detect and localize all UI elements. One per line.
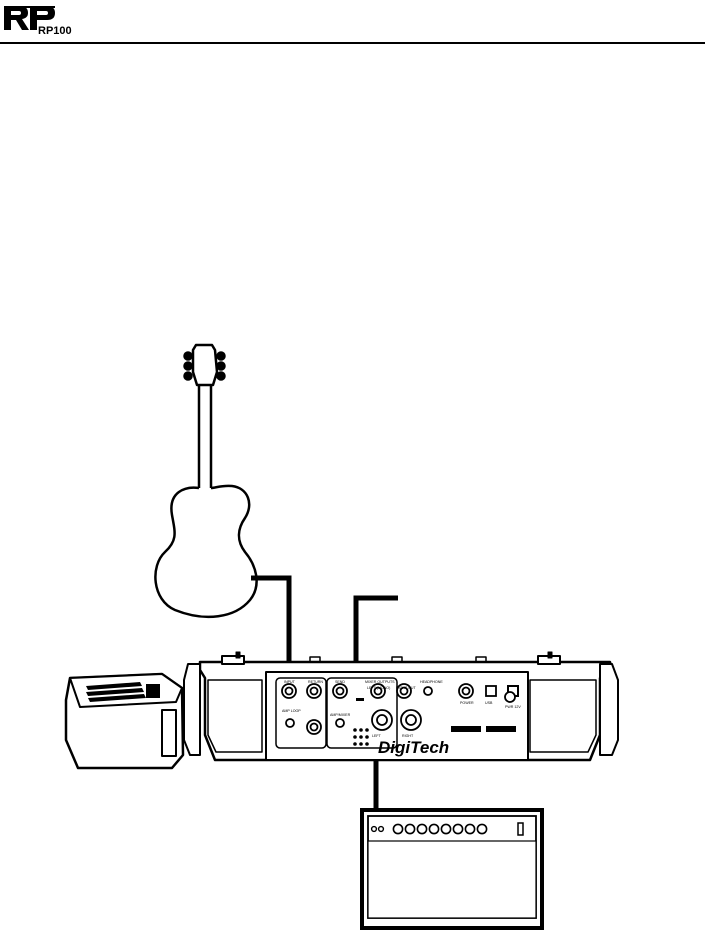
jack-label-mixer-outputs: MIXER OUTPUTS <box>365 680 395 684</box>
jack-label-usb: USB <box>485 701 493 705</box>
output-cable-top <box>353 595 398 674</box>
unit-brand: DigiTech <box>378 738 449 757</box>
jack-label-power: POWER <box>460 701 474 705</box>
unit-jacks <box>281 683 519 735</box>
expression-pedal <box>64 672 185 770</box>
jack-label-group: INPUT RETURN SEND AMP LOOP MIXER OUTPUTS… <box>282 680 521 738</box>
jack-label-send: SEND <box>335 680 345 684</box>
jack-label-pwr: PWR 12V <box>505 705 521 709</box>
guitar-cable <box>251 575 292 672</box>
jack-label-return: RETURN <box>308 680 323 684</box>
header-rule <box>0 42 705 44</box>
jack-label-input: INPUT <box>284 680 296 684</box>
jack-label-left: LEFT <box>372 734 382 738</box>
jack-label-headphone: HEADPHONE <box>420 680 443 684</box>
jack-label-amp-mixer: AMP/MIXER <box>330 713 351 717</box>
rp1000-logo: RP1000 <box>4 6 72 36</box>
guitar-illustration <box>154 343 258 619</box>
logo-subtext: RP1000 <box>38 25 72 36</box>
guitar-amplifier <box>360 808 544 930</box>
jack-label-left-mono: LEFT (MONO) <box>367 686 390 690</box>
jack-label-right: RIGHT <box>402 734 414 738</box>
decal-left <box>451 726 481 732</box>
jack-label-amp-loop: AMP LOOP <box>282 709 301 713</box>
decal-right <box>486 726 516 732</box>
jack-label-right-out: RIGHT OUT <box>396 686 417 690</box>
